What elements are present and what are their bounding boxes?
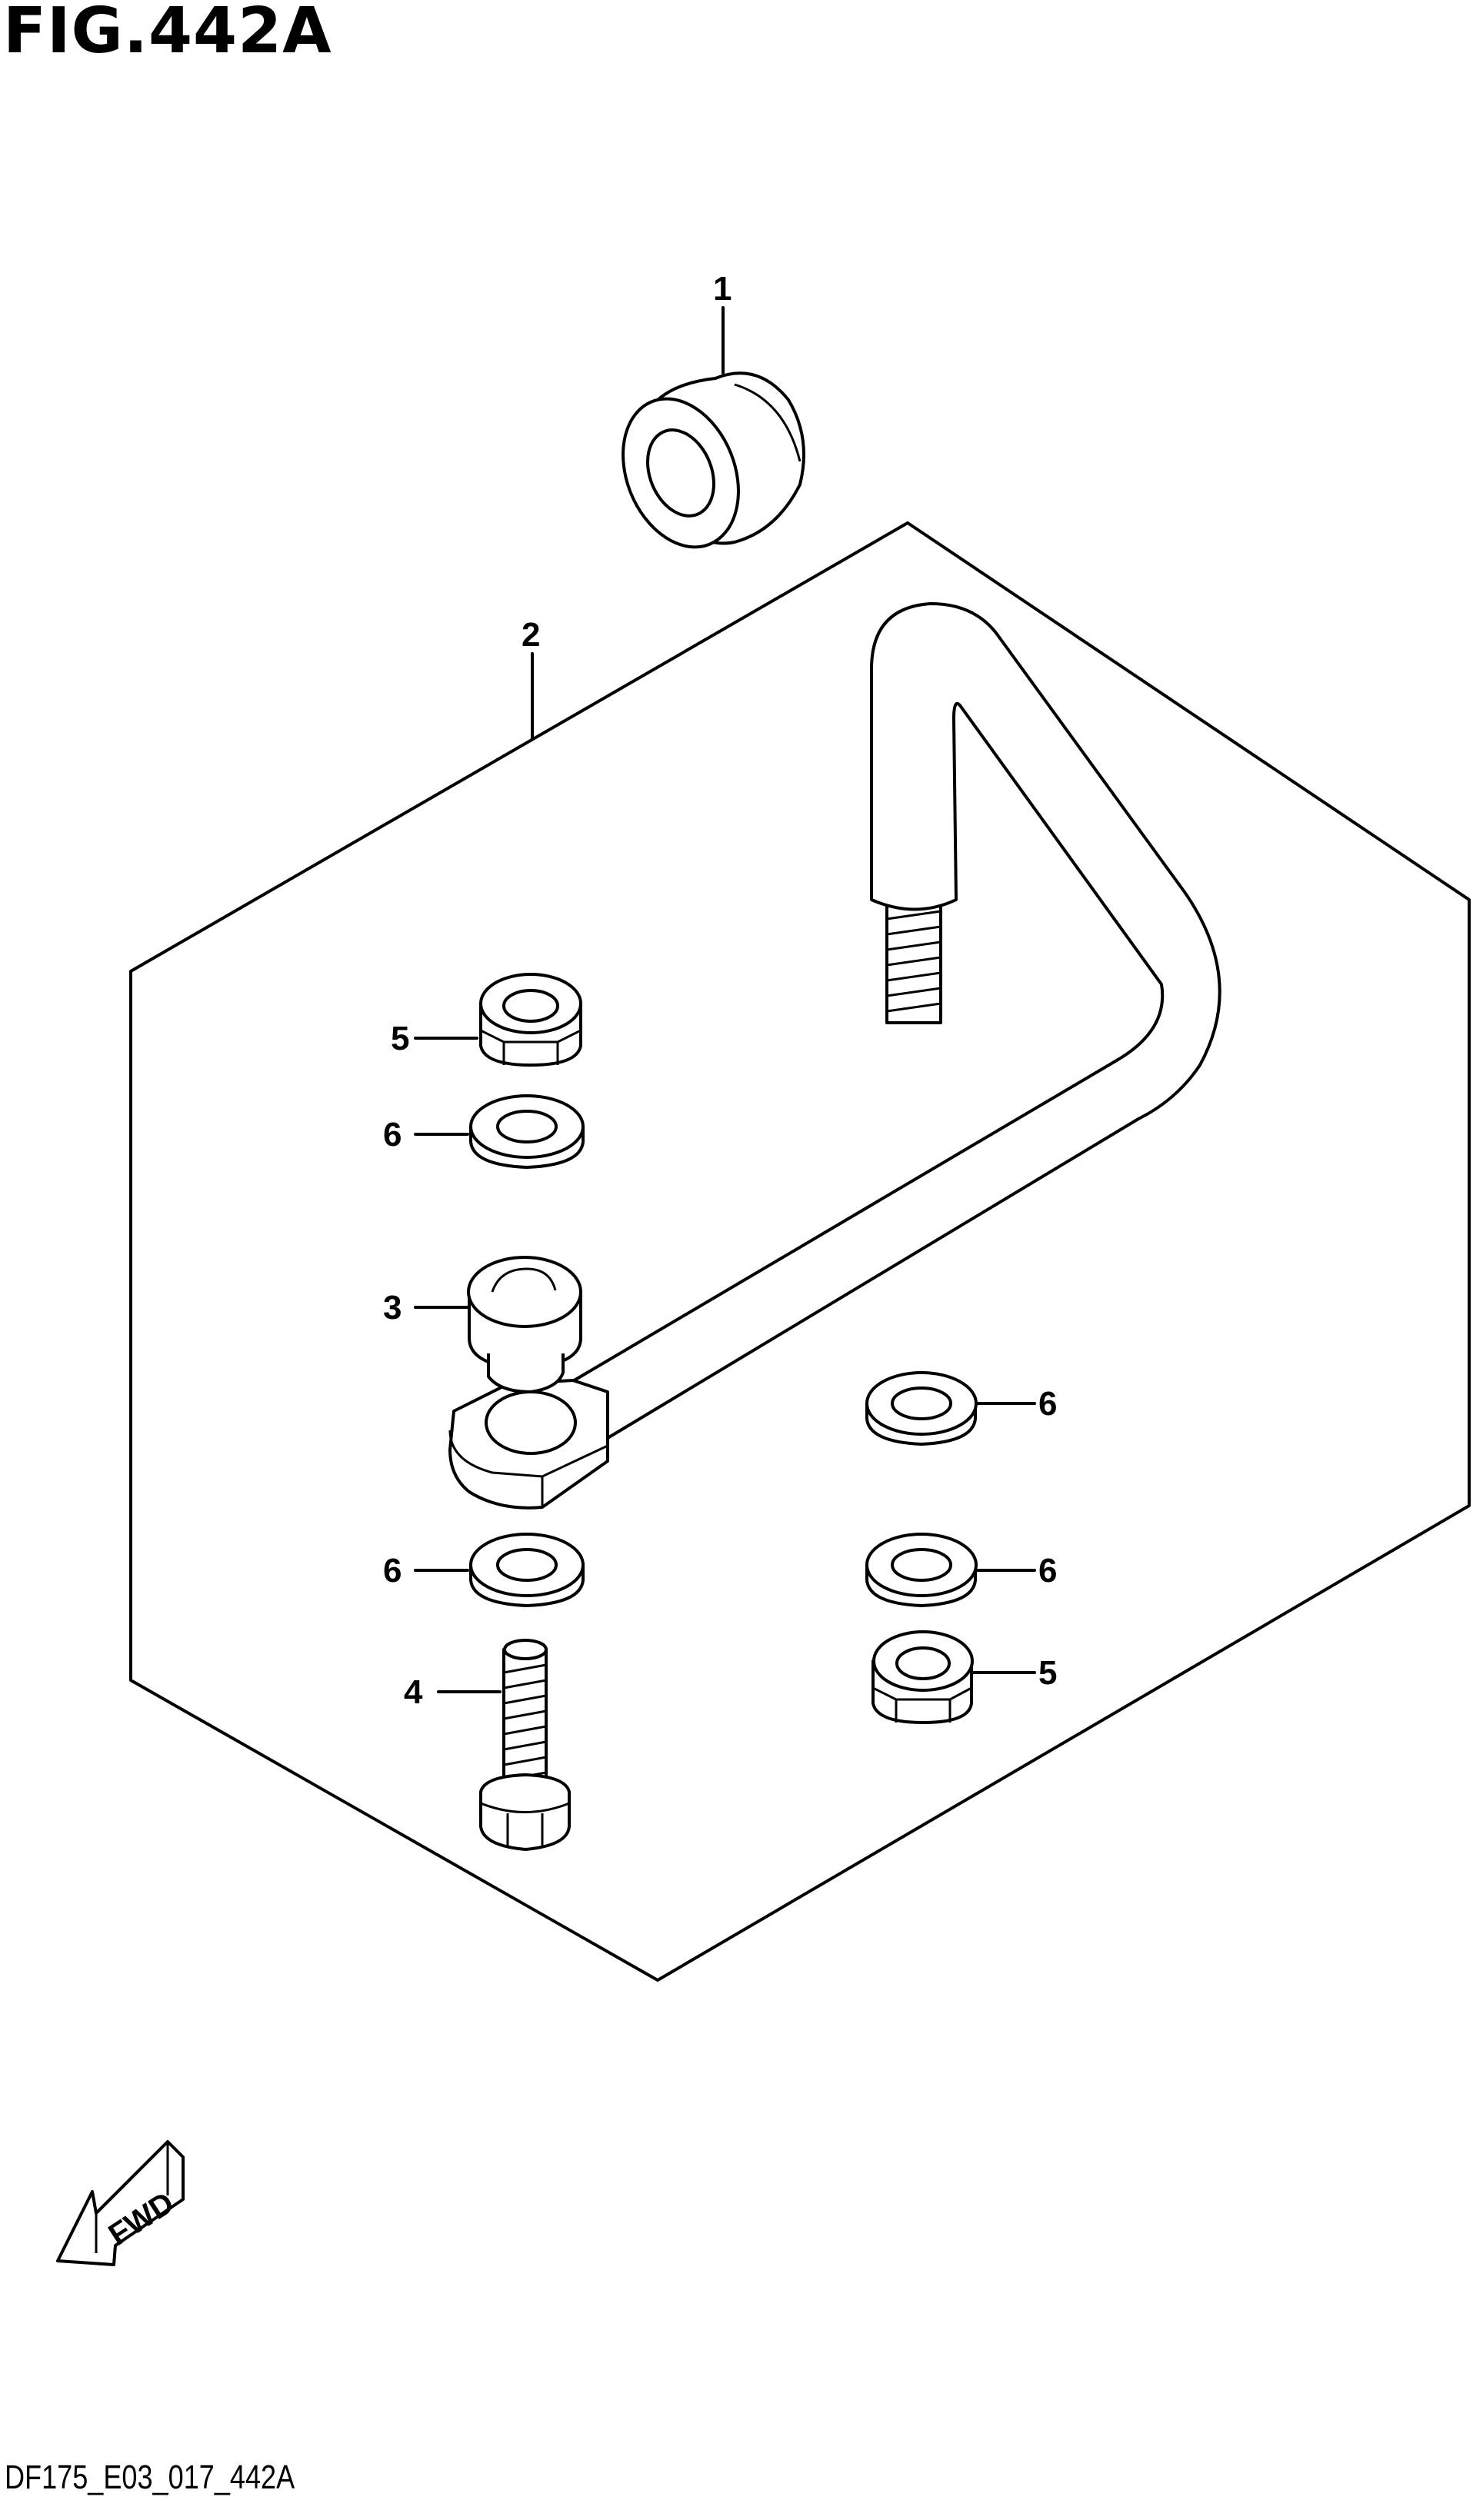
callout-6-d: 6 bbox=[1038, 1552, 1057, 1590]
callout-5-upper: 5 bbox=[391, 1020, 409, 1057]
part-6-washer-d bbox=[865, 1533, 978, 1607]
callout-6-c: 6 bbox=[383, 1552, 402, 1590]
part-1-bushing bbox=[622, 371, 805, 549]
callout-6-b: 6 bbox=[1038, 1385, 1057, 1423]
part-2-bent-rod bbox=[448, 602, 1221, 1510]
callout-4: 4 bbox=[404, 1673, 423, 1711]
leader-lines bbox=[414, 306, 1036, 1693]
part-4-bolt bbox=[479, 1639, 571, 1851]
callout-6-a: 6 bbox=[383, 1116, 402, 1153]
part-5-nut-lower bbox=[871, 1630, 974, 1724]
figure-code: DF175_E03_017_442A bbox=[5, 2458, 295, 2496]
figure-title: FIG.442A bbox=[3, 0, 332, 68]
part-6-washer-a bbox=[469, 1094, 585, 1169]
callout-5-lower: 5 bbox=[1038, 1654, 1057, 1692]
part-5-nut-upper bbox=[479, 973, 582, 1067]
callout-1: 1 bbox=[713, 270, 732, 308]
callout-3: 3 bbox=[383, 1289, 402, 1327]
assembly-outline bbox=[129, 521, 1471, 1982]
part-6-washer-c bbox=[469, 1533, 585, 1607]
part-6-washer-b bbox=[865, 1371, 978, 1446]
fwd-arrow-icon: FWD bbox=[56, 2140, 185, 2266]
part-3-collar bbox=[467, 1256, 582, 1393]
callout-2: 2 bbox=[522, 616, 540, 654]
